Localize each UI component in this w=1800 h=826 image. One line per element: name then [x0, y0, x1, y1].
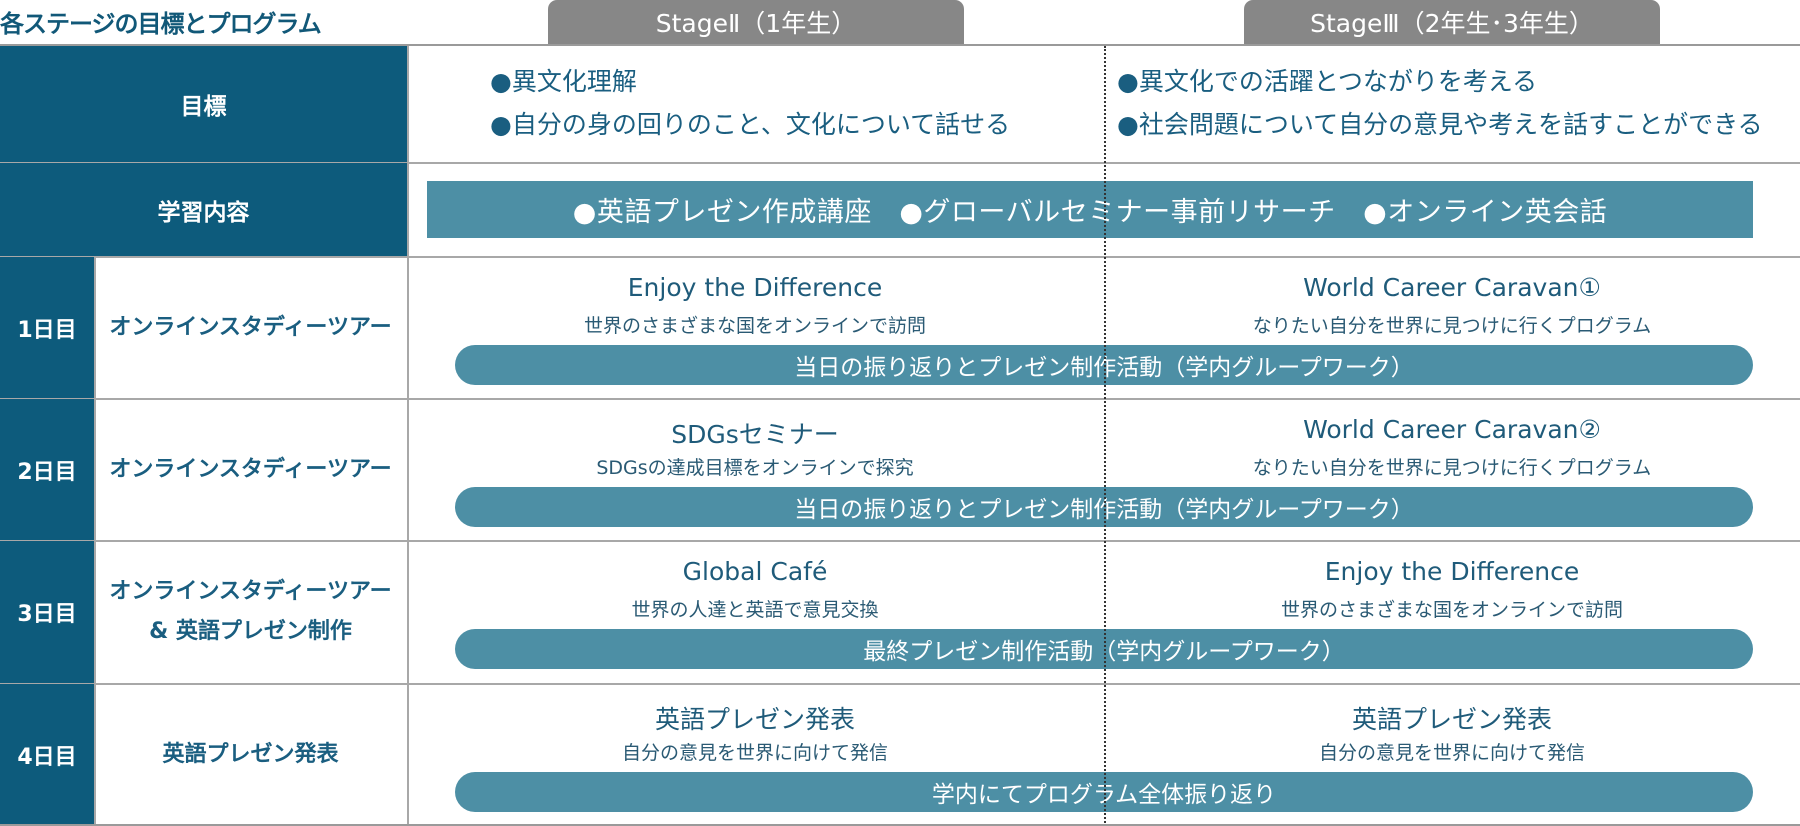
day-3-stage3-sub: 世界のさまざまな国をオンラインで訪問 — [1280, 599, 1623, 621]
day-1-title: オンラインスタディーツアー — [94, 257, 407, 398]
stage-divider-dotted — [1104, 46, 1106, 826]
goal-stage3-1: ●異文化での活躍とつながりを考える — [1117, 67, 1538, 96]
day-2-stage3-sub: なりたい自分を世界に見つけに行くプログラム — [1252, 457, 1652, 479]
day-4-stage2-title: 英語プレゼン発表 — [654, 705, 855, 734]
day-2-title: オンラインスタディーツアー — [94, 399, 407, 540]
day-3-stage2-title: Global Café — [682, 557, 828, 586]
day-2-title-line: オンラインスタディーツアー — [109, 456, 392, 482]
row-divider — [0, 540, 1800, 542]
day-1-stage2-sub: 世界のさまざまな国をオンラインで訪問 — [583, 315, 926, 337]
stage2-tab: StageⅡ（1年生） — [548, 0, 964, 44]
day-2-stage2-title: SDGsセミナー — [671, 420, 839, 449]
day-4-title: 英語プレゼン発表 — [94, 684, 407, 825]
row-divider — [0, 162, 1800, 164]
day-3-stage3-title: Enjoy the Difference — [1324, 557, 1580, 586]
day-1-stage3-sub: なりたい自分を世界に見つけに行くプログラム — [1252, 315, 1652, 337]
day-3-stage2-sub: 世界の人達と英語で意見交換 — [631, 599, 879, 621]
stage3-tab: StageⅢ（2年生･3年生） — [1244, 0, 1660, 44]
day-2-stage2-sub: SDGsの達成目標をオンラインで探究 — [596, 457, 914, 479]
study-label: 学習内容 — [0, 163, 407, 256]
row-divider — [0, 256, 1800, 258]
day-3-title-line: オンラインスタディーツアー — [109, 579, 392, 604]
header-rule — [0, 44, 1800, 46]
day-3-title: オンラインスタディーツアー & 英語プレゼン制作 — [94, 541, 407, 683]
day-1-stage2-title: Enjoy the Difference — [627, 273, 883, 302]
day-1-title-line: オンラインスタディーツアー — [109, 314, 392, 340]
day-1-stage3-title: World Career Caravan① — [1303, 273, 1601, 302]
day-3-label: 3日目 — [0, 541, 94, 683]
day-4-stage3-sub: 自分の意見を世界に向けて発信 — [1318, 742, 1585, 764]
day-3-title-line: & 英語プレゼン制作 — [149, 619, 352, 644]
goal-stage3-2: ●社会問題について自分の意見や考えを話すことができる — [1117, 110, 1763, 139]
page-title: 各ステージの目標とプログラム — [0, 10, 322, 38]
day-1-label: 1日目 — [0, 257, 94, 398]
goals-label: 目標 — [0, 46, 407, 162]
day-column-divider — [94, 257, 96, 826]
study-content-bar: ●英語プレゼン作成講座 ●グローバルセミナー事前リサーチ ●オンライン英会話 — [427, 181, 1753, 238]
bottom-rule — [0, 824, 1800, 826]
row-divider — [0, 398, 1800, 400]
day-4-stage3-title: 英語プレゼン発表 — [1351, 705, 1552, 734]
goal-stage2-2: ●自分の身の回りのこと、文化について話せる — [490, 110, 1011, 139]
day-4-title-line: 英語プレゼン発表 — [162, 741, 339, 767]
day-2-stage3-title: World Career Caravan② — [1303, 415, 1601, 444]
goal-stage2-1: ●異文化理解 — [490, 67, 637, 96]
day-4-stage2-sub: 自分の意見を世界に向けて発信 — [621, 742, 888, 764]
label-column-divider — [407, 46, 409, 826]
day-4-label: 4日目 — [0, 684, 94, 825]
row-divider — [0, 683, 1800, 685]
day-2-label: 2日目 — [0, 399, 94, 540]
